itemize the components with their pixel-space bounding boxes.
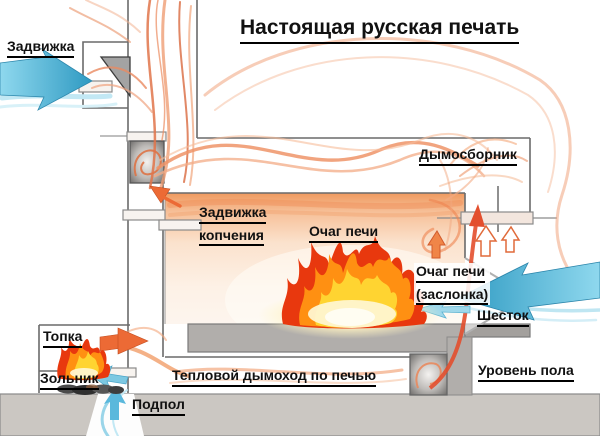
floor <box>0 393 600 436</box>
label-ash-pan: Зольник <box>40 370 99 390</box>
label-firebox: Топка <box>43 328 83 348</box>
hot-flow-arrows <box>99 185 521 390</box>
air-arrow-right <box>456 261 600 321</box>
label-thermal-flue: Тепловой дымоход по печью <box>172 367 377 387</box>
label-damper: Задвижка <box>7 38 75 58</box>
air-arrow-underfloor <box>104 386 126 420</box>
air-arrow-top-left <box>0 47 93 111</box>
main-fire <box>258 236 442 339</box>
label-hearth: Очаг печи <box>309 223 379 243</box>
label-smoke-collector: Дымосборник <box>419 146 517 166</box>
label-underfloor: Подпол <box>132 396 185 416</box>
label-smoking-damper: Задвижка копчения <box>199 204 267 246</box>
diagram-title: Настоящая русская печать <box>240 16 520 44</box>
smoke-swirl-boxes <box>129 140 448 396</box>
firebox-fire <box>56 337 112 382</box>
label-shestok: Шесток <box>477 307 529 327</box>
smoke-flow <box>69 0 576 384</box>
label-floor-level: Уровень пола <box>478 362 574 382</box>
label-hearth-flap: Очаг печи (заслонка) <box>414 263 491 305</box>
